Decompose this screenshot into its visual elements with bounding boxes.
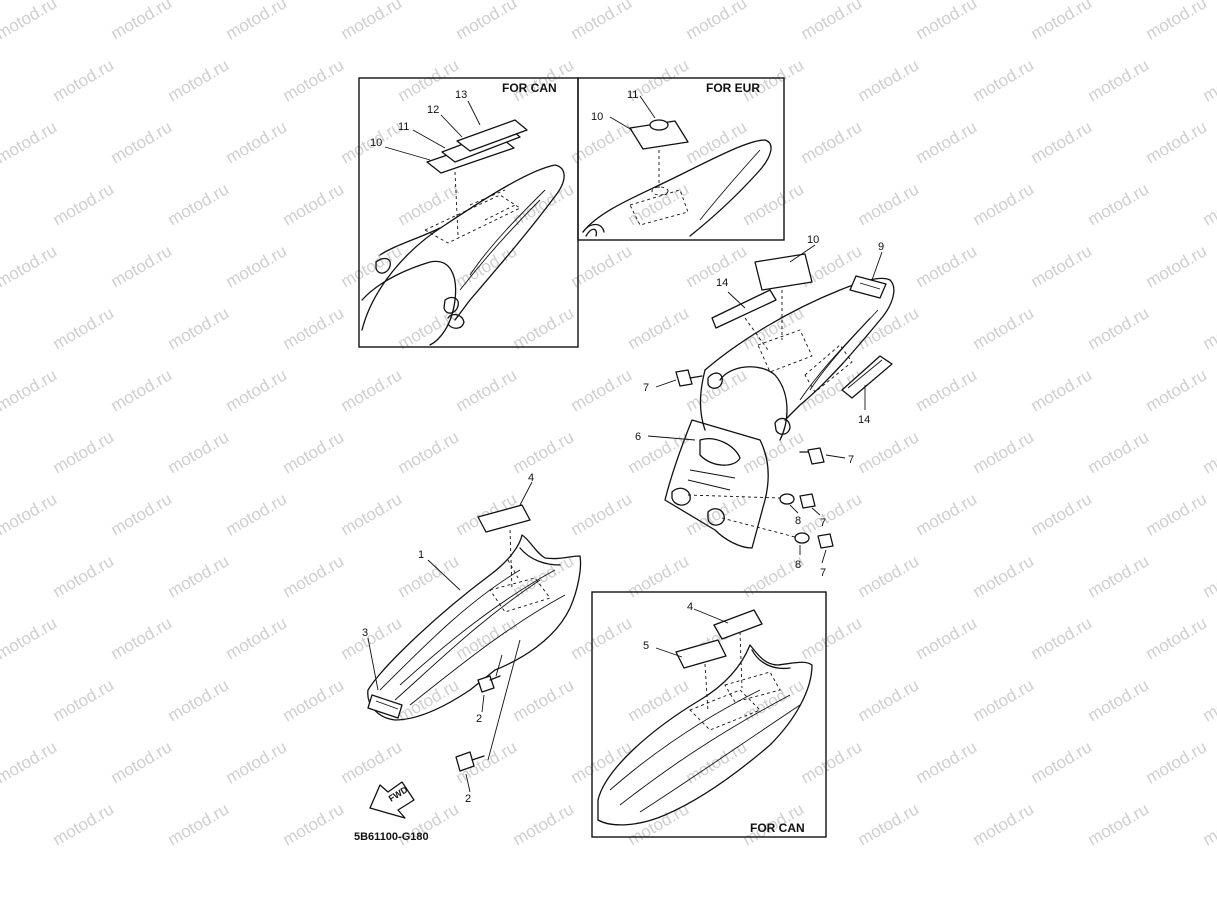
callout-7-right: 7 (848, 454, 854, 466)
callout-7-mid-b: 7 (820, 567, 826, 579)
washer-8-b (794, 532, 810, 544)
callout-10-eur: 10 (591, 111, 603, 123)
callout-3: 3 (362, 627, 368, 639)
callout-8-a: 8 (795, 515, 801, 527)
decal-10-rear (754, 253, 813, 291)
decal-5-can (675, 639, 727, 669)
callout-10-can: 10 (370, 137, 382, 149)
callout-2-upper: 2 (476, 713, 482, 725)
decal-4-can (713, 609, 763, 640)
callout-12: 12 (427, 104, 439, 116)
decal-14-top (711, 289, 777, 329)
callout-4-front: 4 (528, 472, 534, 484)
callout-8-b: 8 (795, 559, 801, 571)
decal-12-can (456, 119, 528, 152)
front-fender-assembly: 4 1 3 2 2 (362, 472, 582, 805)
washer-8-a (779, 493, 795, 505)
emblem-9 (849, 275, 887, 299)
rear-fender-assembly: 10 9 14 14 7 6 7 8 7 8 7 (635, 234, 895, 579)
bolt-7-top (675, 369, 703, 387)
callout-13: 13 (455, 89, 467, 101)
inset-caption-for-can-bottom: FOR CAN (750, 821, 805, 835)
inset-caption-for-can-top: FOR CAN (502, 81, 557, 95)
callout-11-eur: 11 (627, 89, 638, 101)
callout-14-top: 14 (716, 277, 728, 289)
decal-4-front (477, 504, 531, 533)
callout-2-lower: 2 (465, 793, 471, 805)
callout-14-side: 14 (858, 414, 870, 426)
callout-1: 1 (418, 549, 424, 561)
callout-7-mid-a: 7 (820, 517, 826, 529)
decal-11-eur (649, 119, 669, 131)
callout-6: 6 (635, 431, 641, 443)
bolt-2-lower (455, 751, 485, 772)
callout-10-rear: 10 (807, 234, 819, 246)
diagram-code: 5B61100-G180 (354, 831, 429, 843)
callout-7-top: 7 (643, 382, 649, 394)
fwd-arrow: FWD (369, 781, 415, 819)
bolt-7-right (799, 447, 825, 465)
inset-for-eur: FOR EUR 11 10 (577, 77, 785, 241)
callout-9: 9 (878, 241, 884, 253)
callout-11-can: 11 (398, 121, 409, 133)
callout-4-can: 4 (687, 601, 693, 613)
bolt-2-upper (477, 675, 501, 693)
bolt-7-mid-b (817, 533, 834, 549)
bolt-7-mid-a (799, 493, 816, 509)
inset-caption-for-eur: FOR EUR (706, 81, 760, 95)
callout-5: 5 (643, 640, 649, 652)
inset-for-can-front: FOR CAN 4 5 (591, 591, 827, 838)
inset-for-can-rear: FOR CAN 13 12 11 10 (358, 77, 579, 348)
